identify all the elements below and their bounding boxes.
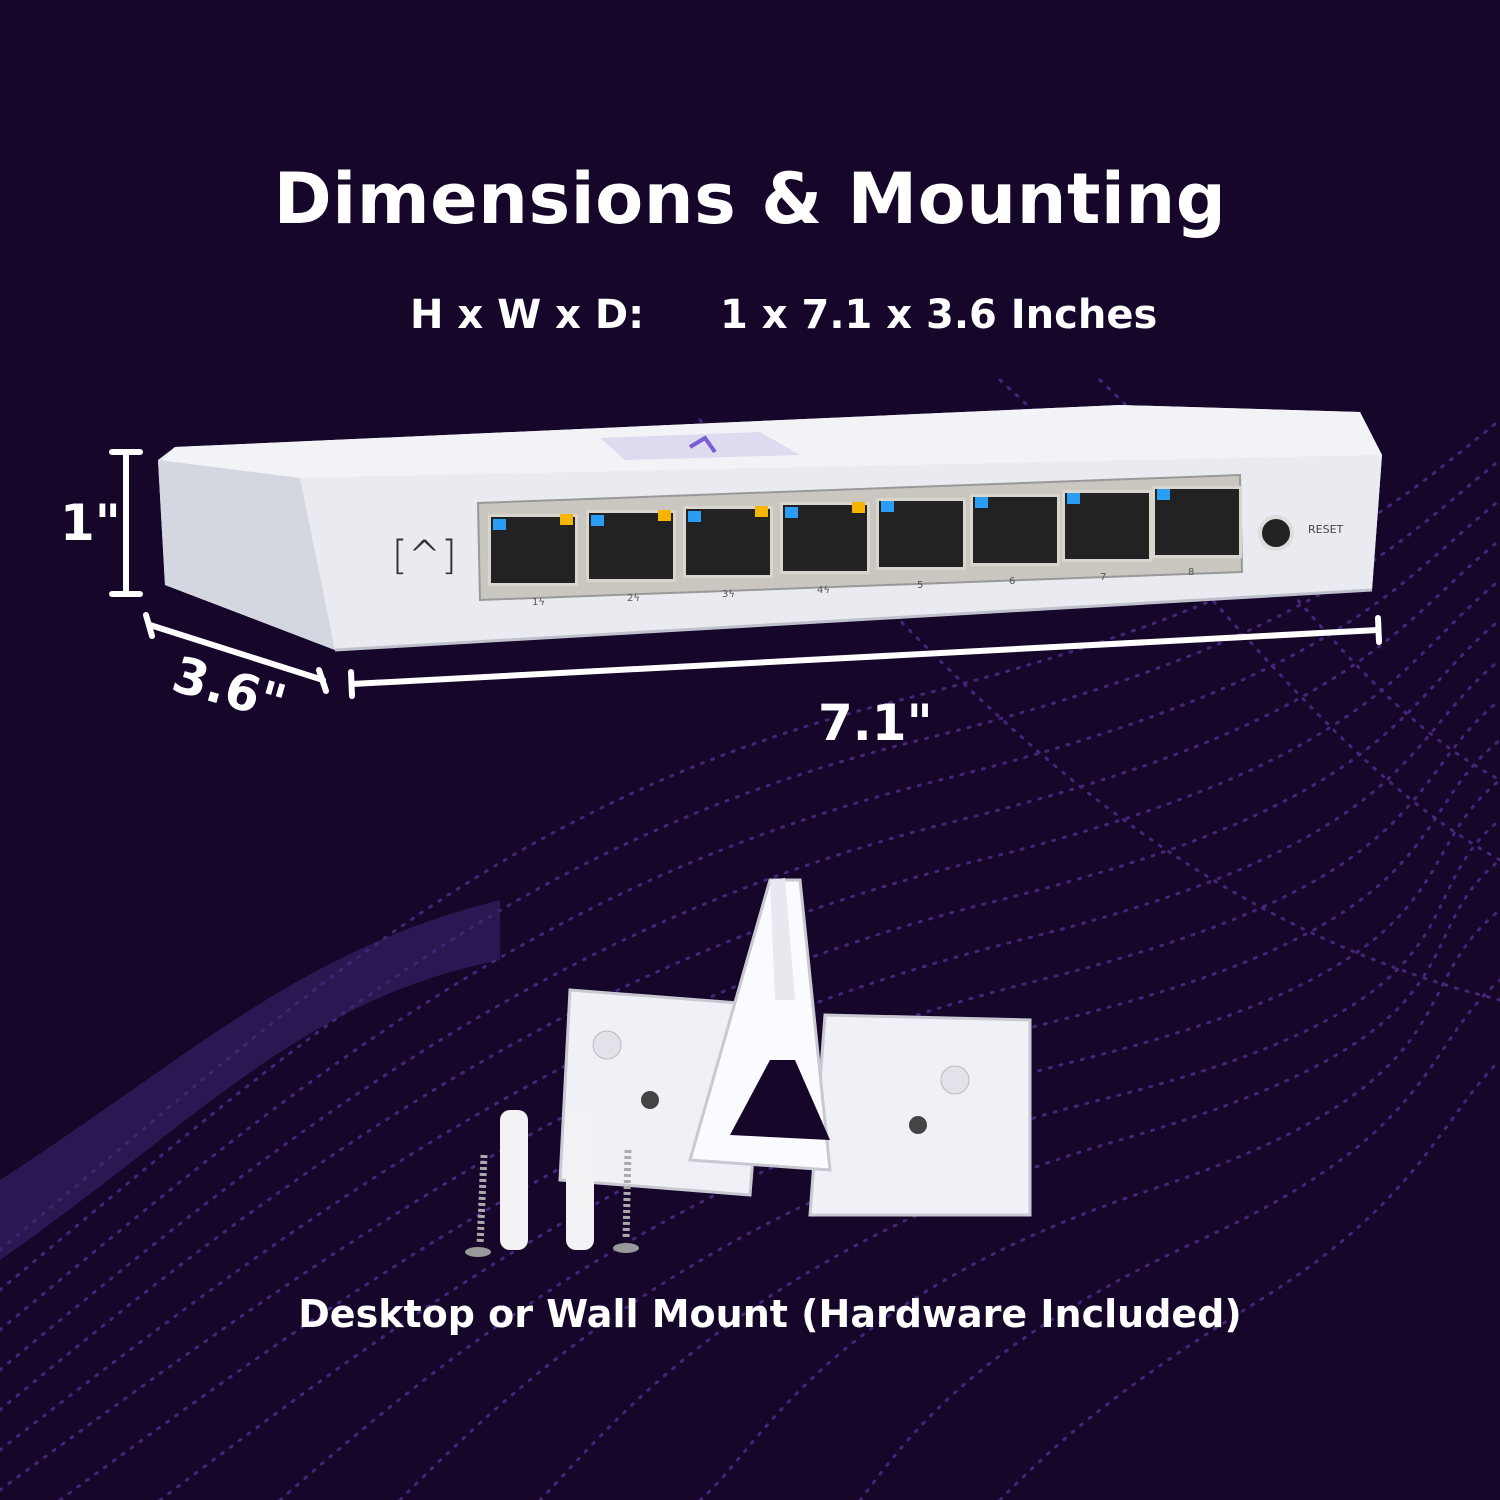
ethernet-port-2 [586, 510, 676, 582]
port-label: 6 [1009, 576, 1016, 587]
port-label: 2ϟ [627, 593, 640, 604]
port-label: 5 [917, 580, 924, 591]
dimensions-label: H x W x D: [410, 292, 645, 338]
brand-logo: [^] [392, 533, 457, 579]
ethernet-port-8 [1152, 486, 1242, 558]
dimensions-value: 1 x 7.1 x 3.6 Inches [720, 292, 1158, 338]
port-label: 7 [1100, 572, 1107, 583]
ethernet-port-1 [488, 514, 578, 586]
reset-label: RESET [1308, 523, 1344, 536]
reset-button[interactable] [1258, 515, 1294, 551]
page-title: Dimensions & Mounting [273, 158, 1227, 240]
port-label: 4ϟ [817, 585, 830, 596]
port-label: 1ϟ [532, 597, 545, 608]
ethernet-port-6 [970, 494, 1060, 566]
port-label: 8 [1188, 567, 1195, 578]
ethernet-port-5 [876, 498, 966, 570]
mounting-caption: Desktop or Wall Mount (Hardware Included… [298, 1292, 1242, 1336]
port-label: 3ϟ [722, 589, 735, 600]
height-dimension: 1" [60, 494, 121, 552]
ethernet-port-7 [1062, 490, 1152, 562]
ethernet-port-4 [780, 502, 870, 574]
width-dimension: 7.1" [818, 694, 933, 752]
ethernet-port-3 [683, 506, 773, 578]
